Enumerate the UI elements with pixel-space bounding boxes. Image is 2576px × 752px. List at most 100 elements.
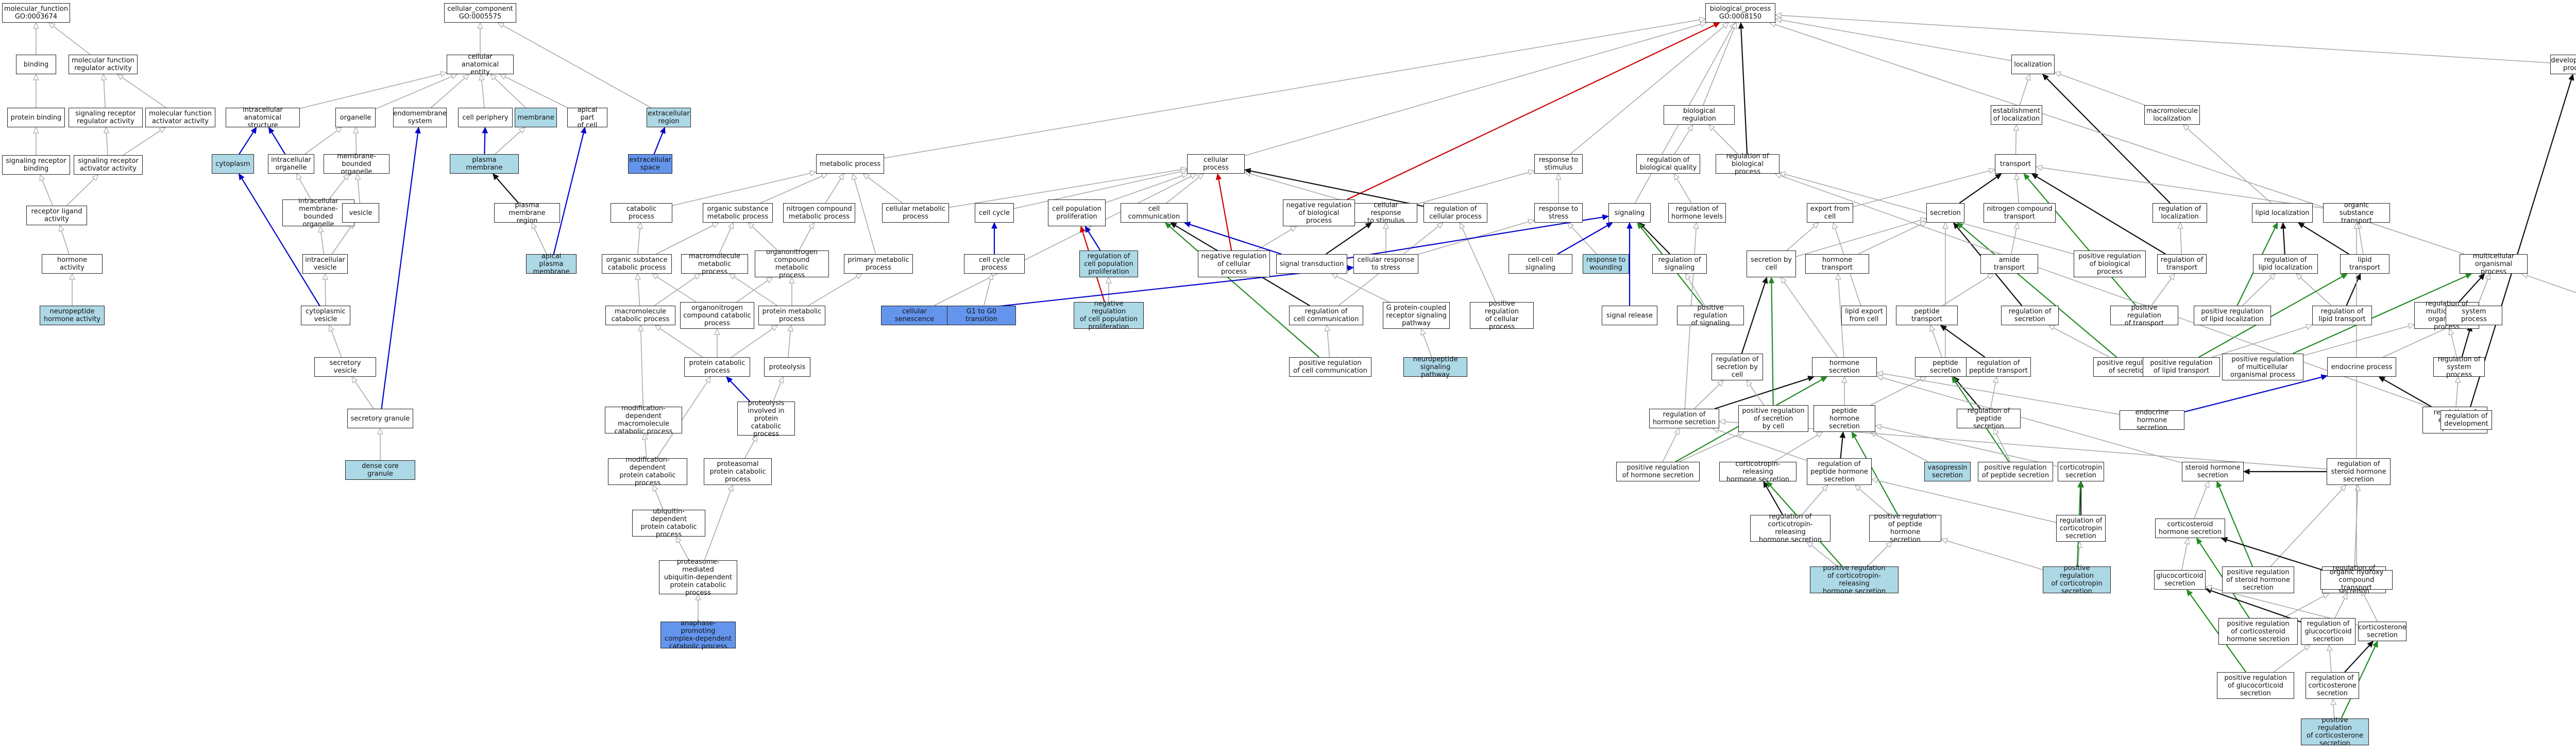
go-term-pmregion[interactable]: plasma membrane region (494, 202, 560, 225)
go-term-ecregion[interactable]: extracellular region (647, 108, 691, 127)
go-term-pos-hormsec[interactable]: positive regulation of hormone secretion (1616, 462, 1700, 481)
go-term-reg-pepsec[interactable]: regulation of peptide secretion (1957, 407, 2021, 430)
go-term-cellper[interactable]: cell periphery (458, 108, 513, 127)
go-term-reg-corticosterone[interactable]: regulation of corticosterone secretion (2306, 672, 2359, 699)
go-term-pos-cortsec[interactable]: positive regulation of corticotropin sec… (2043, 564, 2111, 595)
go-term-horm-transport[interactable]: hormone transport (1805, 254, 1869, 274)
go-term-dcgranule[interactable]: dense core granule (345, 460, 415, 480)
go-term-gluco-sec[interactable]: glucocorticoid secretion (2154, 570, 2206, 590)
go-term-reg-peptransport[interactable]: regulation of peptide transport (1966, 357, 2031, 377)
go-term-sigrelease[interactable]: signal release (1602, 306, 1657, 325)
go-term-reg-lipidloc[interactable]: regulation of lipid localization (2253, 254, 2318, 274)
go-term-osmp[interactable]: organic substance metabolic process (703, 203, 773, 223)
go-term-gpcr[interactable]: G protein-coupled receptor signaling pat… (1383, 302, 1450, 329)
go-term-srbind[interactable]: signaling receptor binding (2, 155, 70, 175)
go-term-cellcomm[interactable]: cell communication (1121, 203, 1188, 223)
go-term-reg-signaling[interactable]: regulation of signaling (1652, 254, 1707, 274)
go-term-pep-sec[interactable]: peptide secretion (1915, 357, 1976, 377)
go-term-pos-mcop[interactable]: positive regulation of multicellular org… (2222, 354, 2303, 380)
go-term-sract[interactable]: signaling receptor activator activity (74, 155, 143, 175)
go-term-resp-stim-cell[interactable]: cellular response to stimulus (1354, 202, 1417, 225)
go-term-lipid-transport[interactable]: lipid transport (2340, 254, 2389, 274)
go-term-reg-pephormsec[interactable]: regulation of peptide hormone secretion (1807, 458, 1872, 485)
go-term-secbycell[interactable]: secretion by cell (1747, 250, 1796, 277)
go-term-estab-loc[interactable]: establishment of localization (1991, 105, 2042, 125)
go-term-cae[interactable]: cellular anatomical entity (447, 53, 514, 76)
go-term-reg-loc[interactable]: regulation of localization (2153, 203, 2207, 223)
go-term-apicalpm[interactable]: apical plasma membrane (526, 253, 577, 276)
go-term-ohct[interactable]: organic hydroxy compound transport (2320, 569, 2393, 592)
go-term-pm-ubdep[interactable]: proteasome-mediated ubiquitin-dependent … (659, 558, 737, 597)
go-term-reg-bioqual[interactable]: regulation of biological quality (1636, 154, 1700, 174)
go-term-reg-transport[interactable]: regulation of transport (2157, 254, 2207, 274)
go-term-pos-steroidsec[interactable]: positive regulation of steroid hormone s… (2222, 566, 2294, 593)
go-term-icorg[interactable]: intracellular organelle (268, 154, 314, 174)
go-term-modcp-macro[interactable]: modification-dependent macromolecule cat… (605, 405, 682, 436)
go-term-rligand[interactable]: receptor ligand activity (26, 206, 87, 225)
go-term-pos-corticosterone[interactable]: positive regulation of corticosterone se… (2301, 716, 2369, 747)
go-term-mcop[interactable]: multicellular organismal process (2460, 253, 2528, 276)
go-term-reg-cellcomm[interactable]: regulation of cell communication (1289, 306, 1363, 325)
go-term-hormact[interactable]: hormone activity (42, 254, 103, 274)
go-term-resp-wound[interactable]: response to wounding (1583, 254, 1629, 274)
go-term-amide-transport[interactable]: amide transport (1980, 254, 2038, 274)
go-term-metab[interactable]: metabolic process (816, 154, 884, 174)
go-term-ubdep[interactable]: ubiquitin-dependent protein catabolic pr… (632, 508, 705, 539)
go-term-srreg[interactable]: signaling receptor regulator activity (69, 108, 143, 127)
go-term-proteasomal[interactable]: proteasomal protein catabolic process (704, 458, 772, 485)
go-term-g1g0[interactable]: G1 to G0 transition (947, 306, 1016, 325)
go-term-reg-cpp[interactable]: regulation of cell population proliferat… (1079, 250, 1138, 277)
go-term-sigtrans[interactable]: signal transduction (1276, 254, 1347, 274)
go-term-protbind[interactable]: protein binding (7, 108, 65, 127)
go-term-primmp[interactable]: primary metabolic process (844, 254, 913, 274)
go-term-reg-cellproc[interactable]: regulation of cellular process (1423, 203, 1487, 223)
go-term-cmp[interactable]: cellular metabolic process (882, 203, 949, 223)
go-term-pep-horm-sec[interactable]: peptide hormone secretion (1814, 405, 1875, 432)
go-term-endomem[interactable]: endomembrane system (393, 108, 447, 127)
go-term-neg-cpp[interactable]: negative regulation of cell population p… (1074, 300, 1144, 331)
go-term-macro-loc[interactable]: macromolecule localization (2144, 105, 2200, 125)
go-term-pos-transport[interactable]: positive regulation of transport (2110, 304, 2178, 327)
go-term-neg-bp[interactable]: negative regulation of biological proces… (1283, 199, 1355, 226)
go-term-pos-regbp[interactable]: positive regulation of biological proces… (2074, 250, 2146, 277)
go-term-pos-lipidtransport[interactable]: positive regulation of lipid transport (2143, 357, 2220, 377)
go-term-neuropep-hormact[interactable]: neuropeptide hormone activity (40, 306, 105, 325)
go-term-resp-stress[interactable]: response to stress (1534, 203, 1583, 223)
go-term-pos-pepsec[interactable]: positive regulation of peptide secretion (1978, 462, 2053, 481)
go-term-reg-secbycell[interactable]: regulation of secretion by cell (1711, 354, 1763, 380)
go-term-bp[interactable]: biological_process GO:0008150 (1705, 3, 1775, 23)
go-term-oncmp[interactable]: organonitrogen compound metabolic proces… (755, 248, 829, 279)
go-term-pep-transport[interactable]: peptide transport (1896, 306, 1958, 325)
go-term-pos-lipidloc[interactable]: positive regulation of lipid localizatio… (2194, 306, 2271, 325)
go-term-horm-sec[interactable]: hormone secretion (1812, 357, 1877, 377)
go-term-endo-horm-sec[interactable]: endocrine hormone secretion (2120, 409, 2184, 432)
go-term-neuropep-sig[interactable]: neuropeptide signaling pathway (1403, 356, 1467, 379)
go-term-secvesicle[interactable]: secretory vesicle (314, 357, 376, 377)
go-term-cellcycle[interactable]: cell cycle (975, 203, 1014, 223)
go-term-pos-signaling[interactable]: positive regulation of signaling (1677, 304, 1744, 327)
go-term-icvesicle[interactable]: intracellular vesicle (302, 254, 348, 274)
go-term-pos-secbycell[interactable]: positive regulation of secretion by cell (1738, 405, 1808, 432)
go-term-corticosteroid-sec[interactable]: corticosteroid hormone secretion (2155, 519, 2225, 538)
go-term-signaling[interactable]: signaling (1608, 203, 1651, 223)
go-term-cellproc[interactable]: cellular process (1187, 154, 1245, 174)
go-term-corticosterone-sec[interactable]: corticosterone secretion (2358, 622, 2406, 641)
go-term-endo-proc[interactable]: endocrine process (2327, 357, 2396, 377)
go-term-reg-crhsec[interactable]: regulation of corticotropin-releasing ho… (1750, 513, 1831, 544)
go-term-ncmp[interactable]: nitrogen compound metabolic process (783, 203, 855, 223)
go-term-cellcell[interactable]: cell-cell signaling (1509, 254, 1572, 274)
go-term-mf[interactable]: molecular_function GO:0003674 (2, 3, 70, 23)
go-term-binding[interactable]: binding (16, 55, 56, 74)
go-term-organelle[interactable]: organelle (335, 108, 376, 127)
go-term-cort-sec[interactable]: corticotropin secretion (2058, 462, 2104, 481)
go-term-membrane[interactable]: membrane (515, 108, 557, 127)
go-term-cytovesicle[interactable]: cytoplasmic vesicle (301, 306, 350, 325)
go-term-reg-cortsec[interactable]: regulation of corticotropin secretion (2056, 515, 2106, 542)
go-term-reg-steroidsec[interactable]: regulation of steroid hormone secretion (2327, 458, 2391, 485)
go-term-ecspace[interactable]: extracellular space (628, 154, 672, 174)
go-term-neg-cp[interactable]: negative regulation of cellular process (1198, 250, 1270, 277)
go-term-proteolysis[interactable]: proteolysis (764, 357, 810, 377)
go-term-modcp-prot[interactable]: modification-dependent protein catabolic… (608, 456, 687, 487)
go-term-transport[interactable]: transport (1995, 154, 2036, 174)
go-term-oscp[interactable]: organic substance catabolic process (602, 254, 672, 274)
